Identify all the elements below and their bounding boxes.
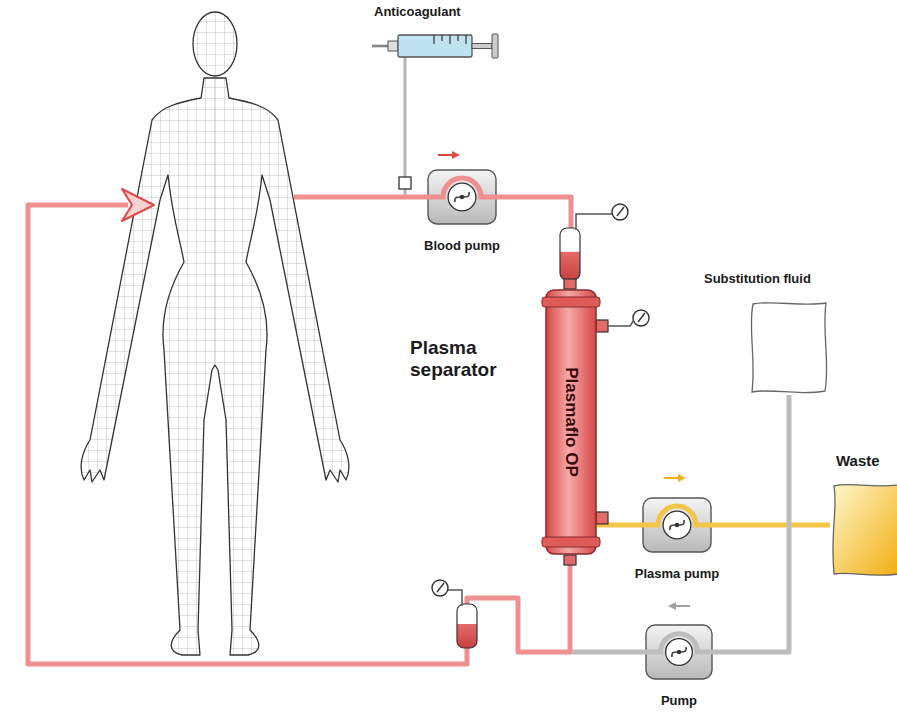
pump-shape [663,511,691,539]
human-figure [81,12,349,655]
separator-shape [542,297,600,307]
syringe-shape [433,35,434,44]
node-label: Plasmaflo OP [561,367,581,477]
pressure-gauge [638,313,645,322]
separator-node: Plasmaflo OPPlasma separator [545,289,597,555]
human-figure [81,78,215,655]
pump-shape [643,498,711,552]
human-figure [215,78,349,655]
pump-shape [672,647,686,657]
bag-node: Substitution fluid [748,300,830,395]
separator-ports [596,512,608,524]
pump-node: Plasma pump [642,497,712,553]
pump-node: Blood pump [427,169,497,225]
bag-shape [748,300,830,395]
bag-shape [830,482,897,577]
bag-shape [751,303,826,393]
separator-ports [564,279,576,289]
node-label: Pump [619,694,739,709]
node-label: Anticoagulant [374,5,461,20]
pump-shape [677,650,681,654]
blood-tubing [28,197,570,664]
pump-shape [646,625,712,679]
tubing-connector [712,523,830,528]
separator-shape [542,537,600,547]
bag-shape [833,485,897,576]
pump-shape [642,497,712,553]
drip-chamber [560,204,628,280]
syringe-shape [441,35,442,41]
node-label: Waste [836,452,880,469]
pump-shape [645,624,713,680]
pump-shape [428,170,496,224]
syringe-node: Anticoagulant [372,32,502,60]
separator-shape [546,290,596,554]
pump-node: Pump [645,624,713,680]
drip-chamber [612,204,628,220]
drip-chamber [437,583,444,592]
flow-direction-arrow [664,477,680,479]
node-label: Plasma pump [617,567,737,582]
separator-ports [564,555,576,565]
syringe-shape [398,35,472,57]
pressure-gauge [633,310,649,326]
blood-tubing [467,556,570,652]
syringe-shape [372,32,502,60]
drip-chamber [576,214,612,230]
syringe-shape [449,35,450,44]
human-figure [81,78,215,655]
drip-chamber [432,580,477,648]
return-arrow [122,189,154,221]
syringe-shape [388,41,398,51]
syringe-shape [472,44,492,49]
pump-shape [670,520,684,530]
pump-shape [666,639,693,666]
flow-direction-arrow [452,151,460,159]
pump-shape [455,192,469,202]
human-figure [193,12,237,76]
tubing-connector [372,46,427,197]
syringe-shape [465,35,466,44]
drip-chamber [617,207,624,216]
flow-direction-arrow [678,474,686,482]
syringe-shape [372,45,388,47]
node-label: Substitution fluid [704,272,811,287]
pressure-gauge [608,310,649,326]
pump-shape [427,169,497,225]
flow-direction-arrow [668,602,676,610]
node-heading: Plasma separator [410,337,535,381]
substitution-tubing [572,650,646,655]
flow-direction-arrow [438,154,454,156]
blood-tubing [294,195,428,200]
bag-node: Waste [830,482,897,577]
substitution-tubing [572,650,646,655]
pump-shape [675,523,679,527]
pump-shape [448,183,476,211]
node-label: Blood pump [402,239,522,254]
syringe-shape [492,34,498,58]
flow-direction-arrow [674,605,690,607]
drip-chamber [457,604,477,648]
syringe-shape [457,35,458,41]
return-arrow [122,189,154,221]
blood-tubing [28,205,467,664]
drip-chamber [432,580,448,596]
drip-chamber [448,590,462,606]
separator-ports [596,320,608,332]
pressure-gauge [608,320,634,326]
injection-port [399,177,411,189]
drip-chamber [560,228,580,280]
injection-port [399,177,411,189]
tubing-connector [713,395,789,652]
pump-shape [460,195,464,199]
